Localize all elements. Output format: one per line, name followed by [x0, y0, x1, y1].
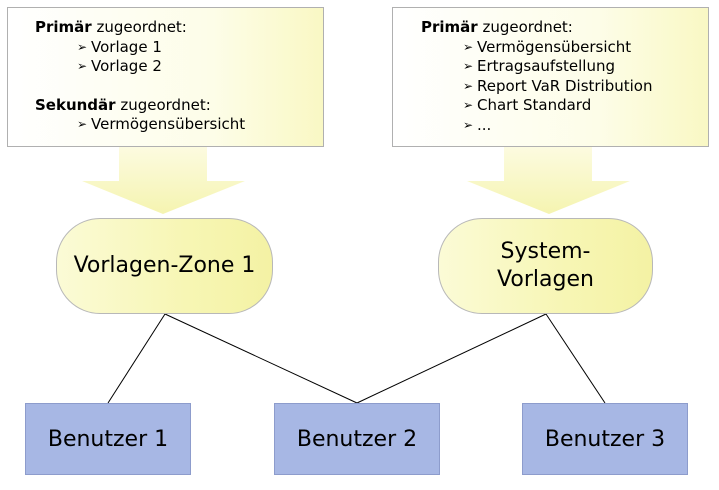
primary-list: ➢Vermögensübersicht ➢Ertragsaufstellung … [421, 38, 708, 136]
connector-zone1-user2 [164, 313, 358, 404]
zone-vorlagen-zone-1[interactable]: Vorlagen-Zone 1 [56, 218, 273, 314]
primary-header: Primär zugeordnet: [421, 18, 573, 36]
zone-system-vorlagen[interactable]: System- Vorlagen [438, 218, 653, 314]
user-box-1[interactable]: Benutzer 1 [25, 403, 191, 475]
user-label: Benutzer 3 [544, 426, 666, 452]
list-item: ➢... [463, 115, 492, 134]
connector-system-user2 [356, 313, 547, 404]
connector-system-user3 [545, 313, 606, 404]
arrow-bullet-icon: ➢ [463, 39, 474, 54]
arrow-bullet-icon: ➢ [77, 59, 88, 73]
callout-zone1-assignments: Primär zugeordnet: ➢Vorlage 1 ➢Vorlage 2… [7, 7, 324, 147]
user-box-2[interactable]: Benutzer 2 [274, 403, 440, 475]
arrow-bullet-icon: ➢ [463, 59, 474, 73]
arrow-bullet-icon: ➢ [463, 98, 474, 112]
arrow-bullet-icon: ➢ [463, 117, 474, 132]
list-item: ➢Report VaR Distribution [463, 76, 653, 95]
list-item: ➢Vorlage 1 [77, 37, 162, 56]
list-item: ➢Vermögensübersicht [463, 37, 632, 56]
secondary-header: Sekundär zugeordnet: [35, 95, 211, 114]
user-box-3[interactable]: Benutzer 3 [522, 403, 688, 475]
connector-zone1-user1 [107, 313, 166, 404]
primary-header: Primär zugeordnet: [35, 18, 187, 36]
arrow-left [82, 147, 245, 214]
callout-system-assignments: Primär zugeordnet: ➢Vermögensübersicht ➢… [392, 7, 709, 147]
arrow-right [467, 147, 630, 214]
user-label: Benutzer 1 [47, 426, 169, 452]
arrow-bullet-icon: ➢ [77, 39, 88, 54]
zone-label: System- Vorlagen [497, 239, 594, 292]
list-item: ➢Vorlage 2 [77, 57, 162, 75]
arrow-bullet-icon: ➢ [77, 117, 88, 131]
list-item: ➢Vermögensübersicht [77, 115, 246, 133]
secondary-list: ➢Vermögensübersicht [35, 115, 323, 135]
list-item: ➢Chart Standard [463, 96, 592, 114]
list-item: ➢Ertragsaufstellung [463, 57, 615, 75]
zone-label: Vorlagen-Zone 1 [73, 253, 256, 278]
user-label: Benutzer 2 [296, 426, 418, 452]
primary-list: ➢Vorlage 1 ➢Vorlage 2 [35, 38, 323, 77]
arrow-bullet-icon: ➢ [463, 78, 474, 93]
